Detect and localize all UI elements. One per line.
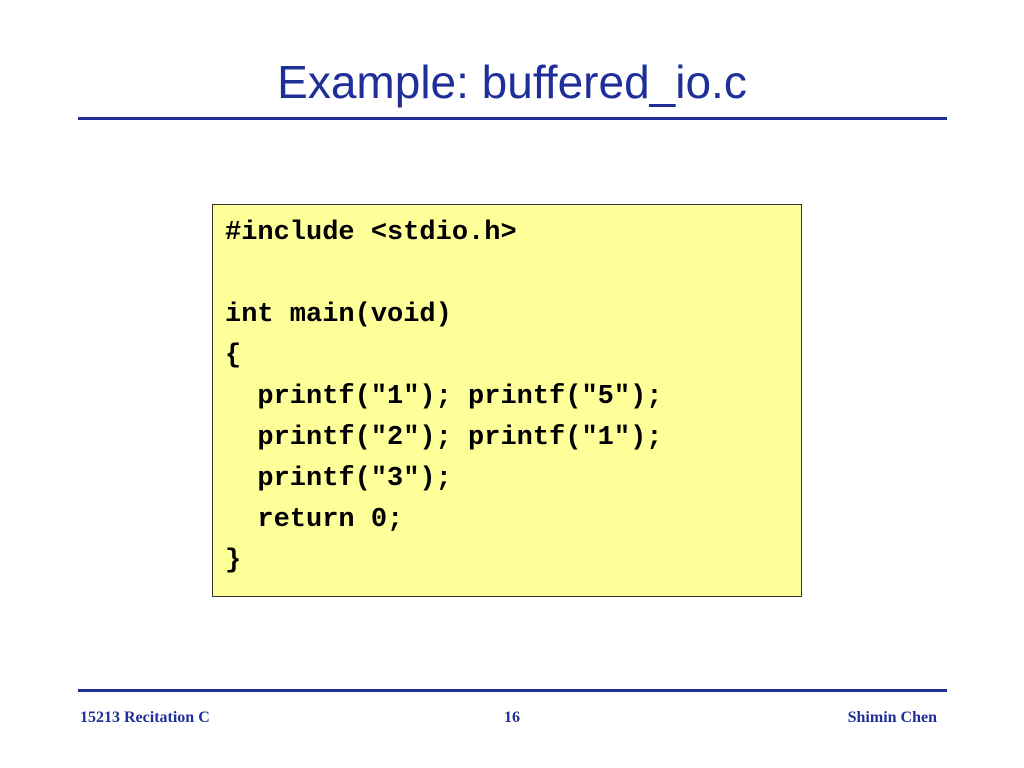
code-line: }: [225, 546, 242, 576]
code-line: [225, 254, 801, 295]
title-underline: [78, 117, 947, 120]
code-line: int main(void): [225, 300, 452, 330]
footer-author: Shimin Chen: [847, 709, 937, 726]
footer-divider: [78, 689, 947, 692]
code-line: return 0;: [225, 505, 404, 535]
code-line: {: [225, 341, 242, 371]
code-line: #include <stdio.h>: [225, 218, 517, 248]
code-line: printf("1"); printf("5");: [225, 382, 663, 412]
footer-course: 15213 Recitation C: [80, 709, 210, 726]
slide-title: Example: buffered_io.c: [277, 56, 747, 108]
code-line: printf("3");: [225, 464, 452, 494]
code-line: printf("2"); printf("1");: [225, 423, 663, 453]
footer-page-number: 16: [504, 709, 520, 726]
code-block: #include <stdio.h> int main(void) { prin…: [212, 204, 802, 597]
